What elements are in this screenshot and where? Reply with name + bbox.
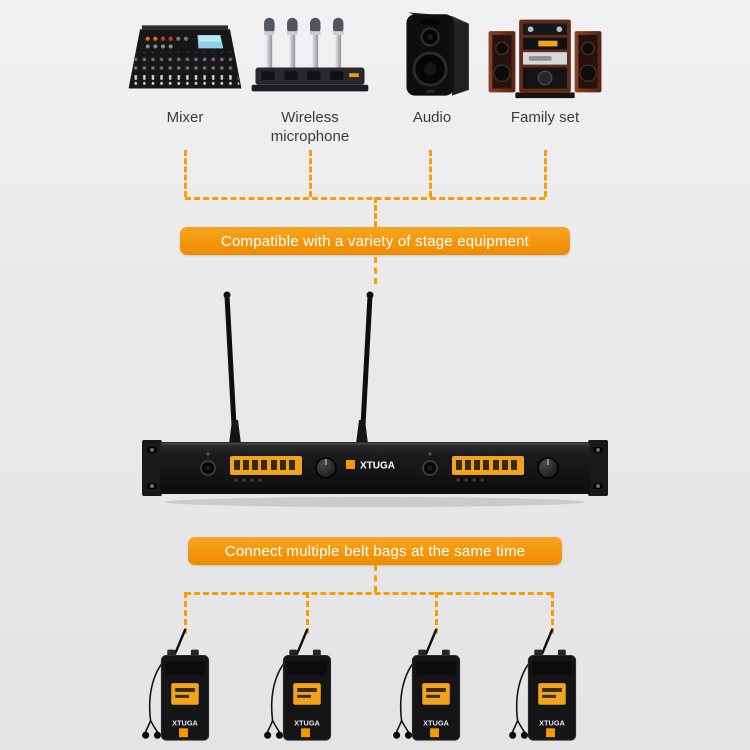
- rack-channel-b: [422, 452, 559, 482]
- beltpack-receiver-1: XTUGA: [142, 628, 210, 741]
- beltpack-receiver-3: XTUGA: [393, 628, 461, 741]
- brand-logo: XTUGA: [346, 460, 395, 472]
- equipment-label-audio: Audio: [412, 109, 452, 126]
- beltpack-brand-text: XTUGA: [539, 718, 565, 727]
- antenna-right: [356, 291, 374, 447]
- equipment-item-family-set: Family set: [480, 8, 610, 127]
- beltpack-brand-text: XTUGA: [172, 718, 198, 727]
- rack-ear-right: [588, 440, 608, 496]
- connector-bottom-drop-2: [305, 592, 309, 634]
- beltpack-brand-text: XTUGA: [423, 718, 449, 727]
- connector-bottom-horizontal: [185, 592, 552, 595]
- beltpack-receiver-2: XTUGA: [264, 628, 332, 741]
- equipment-label-wireless-microphone: Wireless microphone: [270, 109, 350, 145]
- rack-ear-left: [142, 440, 162, 496]
- connector-top-stub-audio: [428, 150, 432, 197]
- beltpack-receiver-4: XTUGA: [509, 628, 577, 741]
- rack-receiver-image: XTUGA: [142, 291, 608, 507]
- wireless-microphone-icon: [247, 8, 373, 100]
- connector-top-stub-wireless: [308, 150, 312, 197]
- connector-top-stub-family: [543, 150, 547, 197]
- connector-top-center: [373, 197, 377, 227]
- banner-connect: Connect multiple belt bags at the same t…: [188, 537, 562, 565]
- connector-top-stub-mixer: [183, 150, 187, 197]
- connector-bottom-drop-4: [550, 592, 554, 634]
- connector-bottom-drop-3: [434, 592, 438, 634]
- audio-speaker-icon: [380, 8, 484, 100]
- rack-channel-a: [200, 452, 337, 482]
- antenna-left: [223, 291, 241, 447]
- brand-logo-text: XTUGA: [360, 461, 395, 472]
- equipment-item-audio: Audio: [367, 8, 497, 127]
- banner-connect-text: Connect multiple belt bags at the same t…: [224, 542, 526, 560]
- equipment-item-mixer: Mixer: [120, 8, 250, 127]
- connector-banner2-center: [373, 565, 377, 592]
- beltpack-brand-text: XTUGA: [294, 718, 320, 727]
- equipment-label-family-set: Family set: [510, 109, 580, 126]
- family-set-icon: [481, 8, 609, 100]
- banner-compatible: Compatible with a variety of stage equip…: [180, 227, 570, 255]
- banner-compatible-text: Compatible with a variety of stage equip…: [220, 232, 530, 250]
- equipment-label-mixer: Mixer: [166, 109, 204, 126]
- equipment-item-wireless-microphone: Wireless microphone: [245, 8, 375, 146]
- connector-bottom-drop-1: [183, 592, 187, 634]
- mixer-icon: [121, 8, 249, 100]
- connector-banner1-device: [373, 257, 377, 284]
- connector-top-horizontal: [185, 197, 545, 200]
